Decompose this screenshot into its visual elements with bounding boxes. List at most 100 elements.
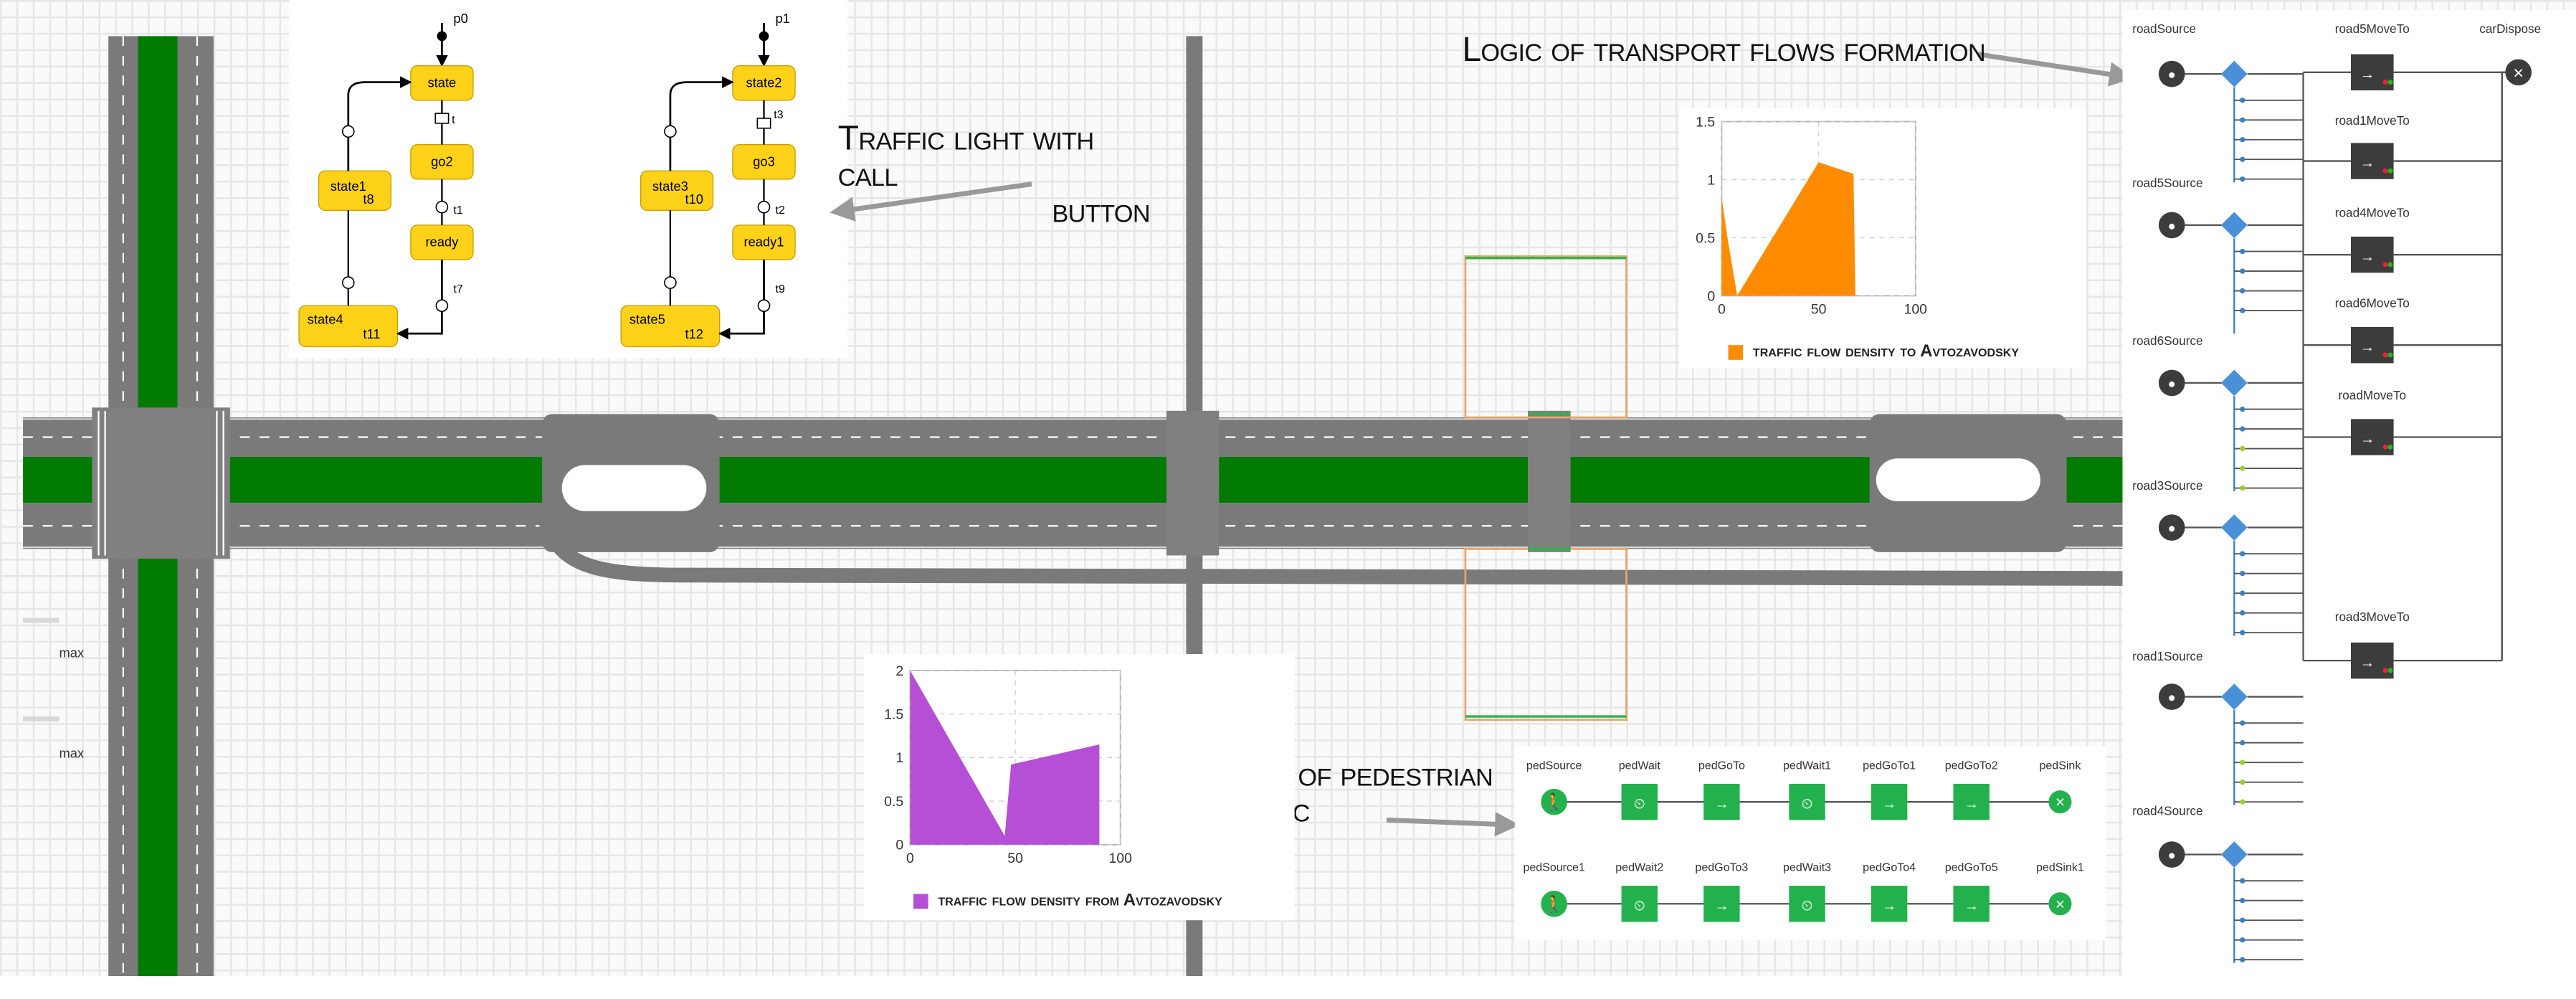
- u-turn-right: [1869, 414, 2067, 552]
- car-glyph: ●: [2168, 218, 2176, 233]
- x-tick-label: 0: [1718, 302, 1726, 318]
- transport-flows-title: Logic of transport flows formation: [1462, 31, 1986, 70]
- state-box[interactable]: [318, 170, 392, 211]
- ped-glyph: →: [1882, 897, 1897, 914]
- select-output-diamond-icon: [2220, 683, 2248, 710]
- intersection-left: [92, 407, 230, 559]
- state-box[interactable]: [640, 170, 714, 211]
- ped-block-label: pedSink: [2039, 759, 2081, 772]
- statechart-1: p0 state go2 ready state1 state4 t t1 t7: [298, 11, 474, 348]
- transition-label: t10: [685, 191, 703, 207]
- move-glyph: →: [2360, 338, 2375, 355]
- port-dot: [2240, 759, 2245, 765]
- intersection-middle: [1166, 410, 1220, 556]
- walker-glyph: 🚶: [1544, 894, 1564, 914]
- x-tick-label: 50: [1007, 851, 1023, 866]
- transition-label: t1: [453, 204, 462, 217]
- walker-glyph: 🚶: [1544, 792, 1564, 812]
- block-label: road1MoveTo: [2335, 113, 2410, 128]
- port-dot: [2240, 740, 2245, 746]
- port-dot: [2240, 485, 2245, 491]
- legend-to-avtozavodsky: traffic flow density to Avtozavodsky: [1728, 342, 2019, 361]
- ped-glyph: →: [1964, 795, 1979, 812]
- ped-block-label: pedWait1: [1783, 759, 1831, 772]
- block-label: road4MoveTo: [2335, 205, 2410, 219]
- port-dot: [2240, 630, 2245, 635]
- y-tick-label: 0.5: [884, 794, 903, 810]
- x-tick-label: 100: [1904, 302, 1928, 318]
- signal-green-dot: [2387, 168, 2393, 174]
- y-tick-label: 0: [895, 838, 903, 853]
- series-area: [1721, 162, 1855, 296]
- car-source-icon: [2158, 514, 2185, 541]
- series-area: [910, 670, 1100, 845]
- port-dot: [2240, 176, 2245, 182]
- ped-glyph: ⏲: [1634, 795, 1645, 812]
- legend-swatch-orange: [1728, 344, 1744, 359]
- ped-wait-icon: [1789, 783, 1825, 820]
- port-dot: [2240, 590, 2245, 596]
- signal-red-dot: [2382, 168, 2388, 174]
- block-label: road4Source: [2132, 804, 2202, 818]
- transition-label: t2: [776, 204, 785, 217]
- signal-green-dot: [2387, 262, 2393, 267]
- sink-glyph: ×: [2055, 894, 2065, 913]
- car-source-icon: [2158, 369, 2185, 397]
- ped-wait-icon: [1621, 886, 1658, 922]
- ped-goto-icon: [1953, 783, 1990, 820]
- pedestrian-crossing: [1464, 255, 1627, 721]
- car-source-icon: [2158, 60, 2185, 87]
- move-glyph: →: [2360, 248, 2375, 265]
- traffic-light-statecharts: p0 state go2 ready state1 state4 t t1 t7: [289, 0, 848, 359]
- max-bar-1: [23, 617, 60, 623]
- port-dot: [2240, 98, 2245, 103]
- ped-block-label: pedSource1: [1523, 861, 1584, 873]
- signal-green-dot: [2387, 80, 2393, 85]
- port-dot: [2240, 957, 2245, 962]
- y-tick-label: 2: [895, 663, 903, 679]
- y-tick-label: 1: [1707, 172, 1715, 188]
- traffic-light-title-line-2: button: [1052, 192, 1150, 230]
- port-dot: [2240, 288, 2245, 294]
- max-label-2: max: [59, 746, 85, 761]
- port-dot: [2240, 308, 2245, 313]
- timeout-icon: [664, 125, 677, 138]
- y-tick-label: 1: [895, 750, 903, 766]
- port-dot: [2240, 268, 2245, 274]
- dispose-glyph: ×: [2513, 63, 2524, 83]
- select-output-diamond-icon: [2220, 841, 2248, 868]
- car-glyph: ●: [2168, 520, 2176, 535]
- state-label: state3: [652, 179, 688, 194]
- main-road-median: [23, 457, 2123, 503]
- transport-flowchart: ×carDisposeroad5MoveTo→road1MoveTo→road4…: [2122, 9, 2576, 977]
- signal-green-dot: [2387, 444, 2393, 450]
- state-label: state4: [308, 311, 343, 326]
- move-glyph: →: [2360, 431, 2375, 448]
- port-dot: [2240, 780, 2245, 785]
- select-output-diamond-icon: [2220, 514, 2248, 541]
- block-label: road5Source: [2132, 176, 2202, 190]
- block-label: road3Source: [2132, 478, 2202, 493]
- select-output-diamond-icon: [2220, 369, 2248, 397]
- ped-block-label: pedGoTo5: [1945, 861, 1998, 873]
- timeout-icon: [435, 299, 449, 313]
- transition-label: t3: [774, 108, 783, 121]
- transition-label: t11: [363, 326, 380, 341]
- road-network: [23, 36, 2123, 977]
- port-dot: [2240, 117, 2245, 123]
- state-label: go2: [431, 153, 453, 169]
- signal-red-dot: [2382, 444, 2388, 450]
- message-icon: [434, 113, 450, 124]
- car-source-icon: [2158, 683, 2185, 710]
- block-label: roadSource: [2132, 22, 2196, 36]
- state-label: state5: [629, 311, 665, 326]
- vertical-road-left: [92, 36, 230, 977]
- state-label: ready: [425, 235, 459, 250]
- y-tick-label: 1.5: [884, 706, 903, 722]
- y-tick-label: 0: [1707, 288, 1715, 304]
- state-label: state: [428, 75, 457, 90]
- traffic-light-arrow: [830, 181, 1032, 222]
- ped-glyph: ⏲: [1802, 897, 1813, 914]
- port-dot: [2240, 571, 2245, 577]
